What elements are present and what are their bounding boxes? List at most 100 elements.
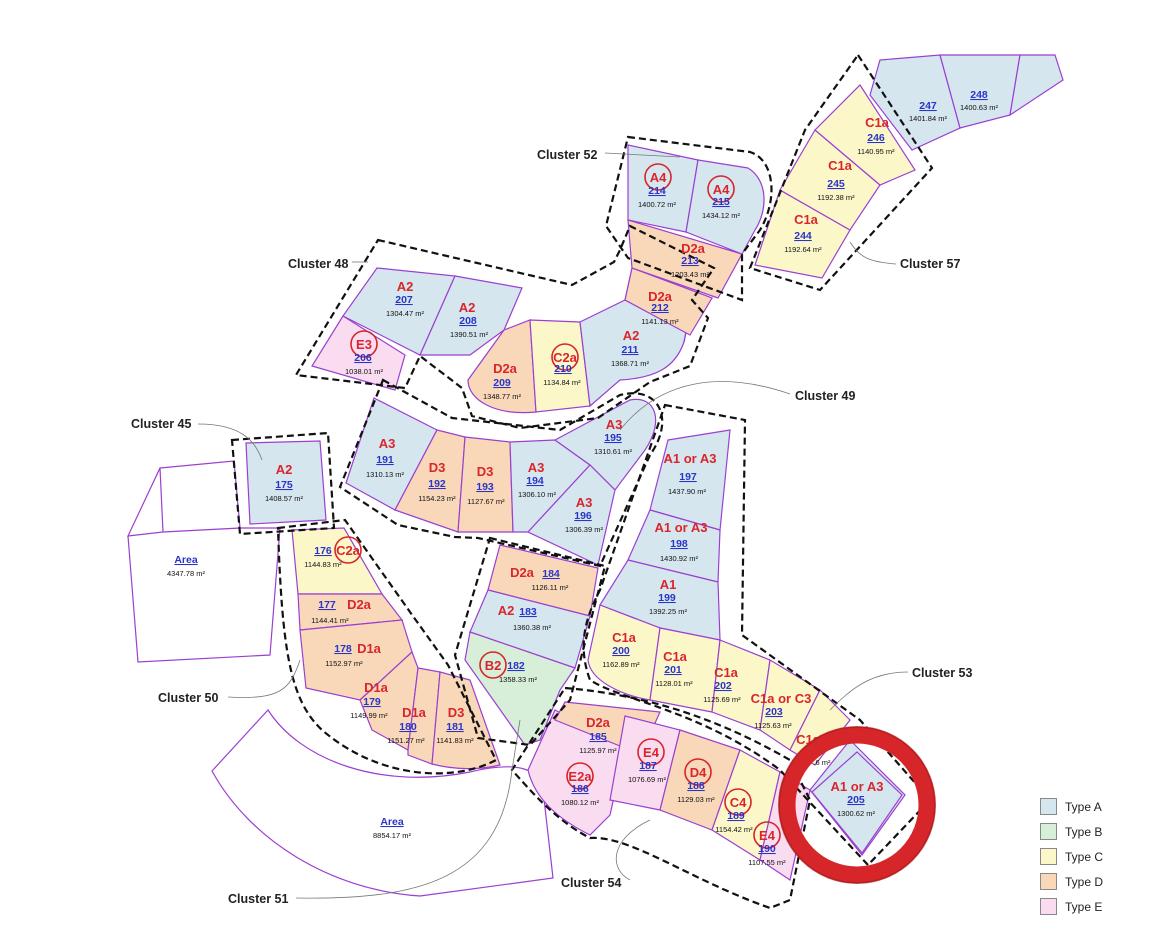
legend-label-type-b: Type B [1065, 824, 1103, 839]
lot-208-number[interactable]: 208 [459, 315, 477, 327]
lot-195[interactable] [553, 398, 657, 491]
lot-207-number[interactable]: 207 [395, 294, 413, 306]
lot-210-number[interactable]: 210 [554, 363, 572, 375]
lot-201-type: C1a [663, 649, 688, 664]
lot-188-number[interactable]: 188 [687, 780, 705, 792]
lot-206-number[interactable]: 206 [354, 352, 372, 364]
type-ring-186 [566, 762, 594, 790]
lot-208[interactable] [419, 275, 523, 356]
lot-179-type: D1a [364, 680, 389, 695]
lot-183-number[interactable]: 183 [519, 606, 537, 618]
lot-186-number[interactable]: 186 [571, 783, 589, 795]
lot-179-number[interactable]: 179 [363, 696, 381, 708]
lot-246-number[interactable]: 246 [867, 132, 885, 144]
lot-197-number[interactable]: 197 [679, 471, 697, 483]
cluster-54-label: Cluster 54 [561, 876, 621, 890]
lot-246[interactable] [814, 84, 916, 186]
lot-205-type: A1 or A3 [831, 779, 884, 794]
type-ring-214 [644, 163, 672, 191]
legend-swatch-type-d [1040, 873, 1057, 890]
lot-191-number[interactable]: 191 [376, 454, 394, 466]
lot-188-area: 1129.03 m² [677, 795, 715, 804]
lot-195-number[interactable]: 195 [604, 432, 622, 444]
cluster-49-leader [619, 381, 791, 431]
lot-192-number[interactable]: 192 [428, 478, 446, 490]
lot-205-number[interactable]: 205 [847, 794, 865, 806]
lot-205-top[interactable] [811, 751, 903, 854]
lot-182-type: B2 [485, 658, 502, 673]
area-west-label[interactable]: Area [174, 554, 198, 566]
area-south-label[interactable]: Area [380, 816, 404, 828]
lot-215-number[interactable]: 215 [712, 196, 730, 208]
lot-190-number[interactable]: 190 [758, 843, 776, 855]
lot-203-area: 1125.63 m² [754, 721, 792, 730]
lot-203-number[interactable]: 203 [765, 706, 783, 718]
lot-249-partial[interactable] [1009, 54, 1064, 117]
lot-204-area: .6 m² [813, 758, 831, 767]
lot-177-type: D2a [347, 597, 372, 612]
lot-213[interactable] [627, 219, 743, 299]
cluster-57-boundary [748, 53, 934, 292]
lot-212b[interactable] [624, 267, 713, 336]
cluster-49-label: Cluster 49 [795, 389, 855, 403]
lot-180-area: 1151.27 m² [387, 736, 425, 745]
lot-244-number[interactable]: 244 [794, 230, 812, 242]
lot-209-type: D2a [493, 361, 518, 376]
lot-198-number[interactable]: 198 [670, 538, 688, 550]
area-west-value: 4347.78 m² [167, 569, 205, 578]
lot-248-number[interactable]: 248 [970, 89, 988, 101]
cluster-52-boundary [604, 135, 773, 302]
lot-189-number[interactable]: 189 [727, 810, 745, 822]
lot-182-number[interactable]: 182 [507, 660, 525, 672]
lot-201-number[interactable]: 201 [664, 664, 682, 676]
lot-194-area: 1306.10 m² [518, 490, 556, 499]
cluster-57-leader [849, 241, 897, 265]
lot-181-number[interactable]: 181 [446, 721, 464, 733]
lot-181-area: 1141.83 m² [436, 736, 474, 745]
legend-item-type-c: Type C [1040, 848, 1103, 865]
lot-247-number[interactable]: 247 [919, 100, 937, 112]
lot-184-number[interactable]: 184 [542, 568, 560, 580]
lot-193-number[interactable]: 193 [476, 481, 494, 493]
lot-196-number[interactable]: 196 [574, 510, 592, 522]
lot-214-number[interactable]: 214 [648, 185, 666, 197]
lot-177-number[interactable]: 177 [318, 599, 336, 611]
lot-209-number[interactable]: 209 [493, 377, 511, 389]
lot-178-area: 1152.97 m² [325, 659, 363, 668]
lot-207-area: 1304.47 m² [386, 309, 424, 318]
lot-212-number[interactable]: 212 [651, 302, 669, 314]
lot-187-number[interactable]: 187 [639, 760, 657, 772]
lot-199-number[interactable]: 199 [658, 592, 676, 604]
lot-200-number[interactable]: 200 [612, 645, 630, 657]
lot-176-number[interactable]: 176 [314, 545, 332, 557]
lot-209-area: 1348.77 m² [483, 392, 521, 401]
legend-swatch-type-a [1040, 798, 1057, 815]
legend-swatch-type-b [1040, 823, 1057, 840]
lot-185-area: 1125.97 m² [579, 746, 617, 755]
lot-201-area: 1128.01 m² [655, 679, 693, 688]
lot-247[interactable] [869, 54, 961, 151]
lot-245-number[interactable]: 245 [827, 178, 845, 190]
lot-175-number[interactable]: 175 [275, 479, 293, 491]
lot-175[interactable] [245, 440, 327, 525]
lot-202-number[interactable]: 202 [714, 680, 732, 692]
lot-184-type: D2a [510, 565, 535, 580]
area-south-value: 8854.17 m² [373, 831, 411, 840]
lot-215[interactable] [685, 159, 765, 255]
lot-194-type: A3 [528, 460, 545, 475]
legend-label-type-d: Type D [1065, 874, 1104, 889]
lot-215-type: A4 [713, 182, 730, 197]
lot-212-type: D2a [648, 289, 673, 304]
cluster-50-leader [227, 659, 301, 698]
lot-211-number[interactable]: 211 [622, 344, 639, 356]
lot-185-number[interactable]: 185 [589, 731, 607, 743]
lot-206[interactable] [311, 315, 406, 391]
lot-182[interactable] [464, 631, 576, 746]
lot-178-number[interactable]: 178 [334, 643, 352, 655]
lot-213-number[interactable]: 213 [681, 255, 699, 267]
type-ring-210 [551, 343, 579, 371]
lot-180-number[interactable]: 180 [399, 721, 417, 733]
lot-186[interactable] [527, 709, 626, 836]
lot-194-number[interactable]: 194 [526, 475, 544, 487]
